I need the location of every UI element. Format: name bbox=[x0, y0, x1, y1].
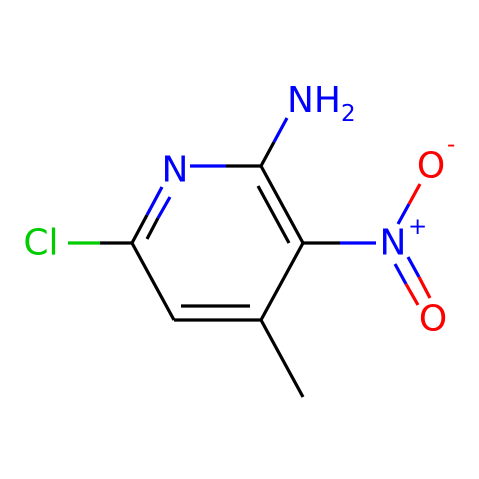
nitro-nitrogen-label: N bbox=[380, 223, 407, 264]
amine-subscript: 2 bbox=[341, 101, 356, 127]
atom-labels: N NH2 N + O - O Cl bbox=[23, 80, 455, 340]
bond-c5-c6 bbox=[130, 242, 176, 321]
bond-c3-c4 bbox=[259, 242, 305, 321]
bond-nitro-o-double-b-oxygen bbox=[417, 276, 432, 299]
bond-c6-n1-inner-nitrogen bbox=[156, 196, 172, 219]
bond-c2-c3 bbox=[259, 165, 305, 244]
bond-nitro-o-double-a-oxygen bbox=[404, 283, 420, 306]
bond-c6-n1-carbon bbox=[130, 214, 149, 244]
bond-c2-c3-inner bbox=[256, 185, 291, 244]
bond-nitro-o-single-oxygen bbox=[407, 183, 422, 205]
oxygen-single-label: O bbox=[417, 146, 445, 187]
ring-bonds bbox=[130, 164, 305, 322]
bond-nitro-o-double-a-nitrogen bbox=[393, 263, 408, 285]
oxygen-double-label: O bbox=[419, 299, 447, 340]
bond-c4-methyl bbox=[259, 319, 305, 398]
bond-c6-n1-inner-carbon bbox=[145, 217, 160, 240]
bond-c6-n1-nitrogen bbox=[145, 186, 164, 216]
nitro-nitrogen-charge: + bbox=[408, 214, 427, 240]
bond-c2-amine-carbon bbox=[259, 141, 276, 167]
amine-main-text: NH bbox=[287, 80, 341, 121]
bond-nitro-o-single-nitrogen bbox=[396, 203, 411, 225]
ring-nitrogen-label: N bbox=[162, 150, 189, 191]
amine-label: NH2 bbox=[287, 80, 356, 128]
substituent-bonds bbox=[68, 117, 432, 398]
bond-nitro-o-double-b-nitrogen bbox=[406, 256, 421, 278]
bond-c2-amine-nitrogen bbox=[272, 117, 289, 143]
chlorine-label: Cl bbox=[23, 223, 58, 264]
oxygen-single-charge: - bbox=[447, 132, 455, 158]
